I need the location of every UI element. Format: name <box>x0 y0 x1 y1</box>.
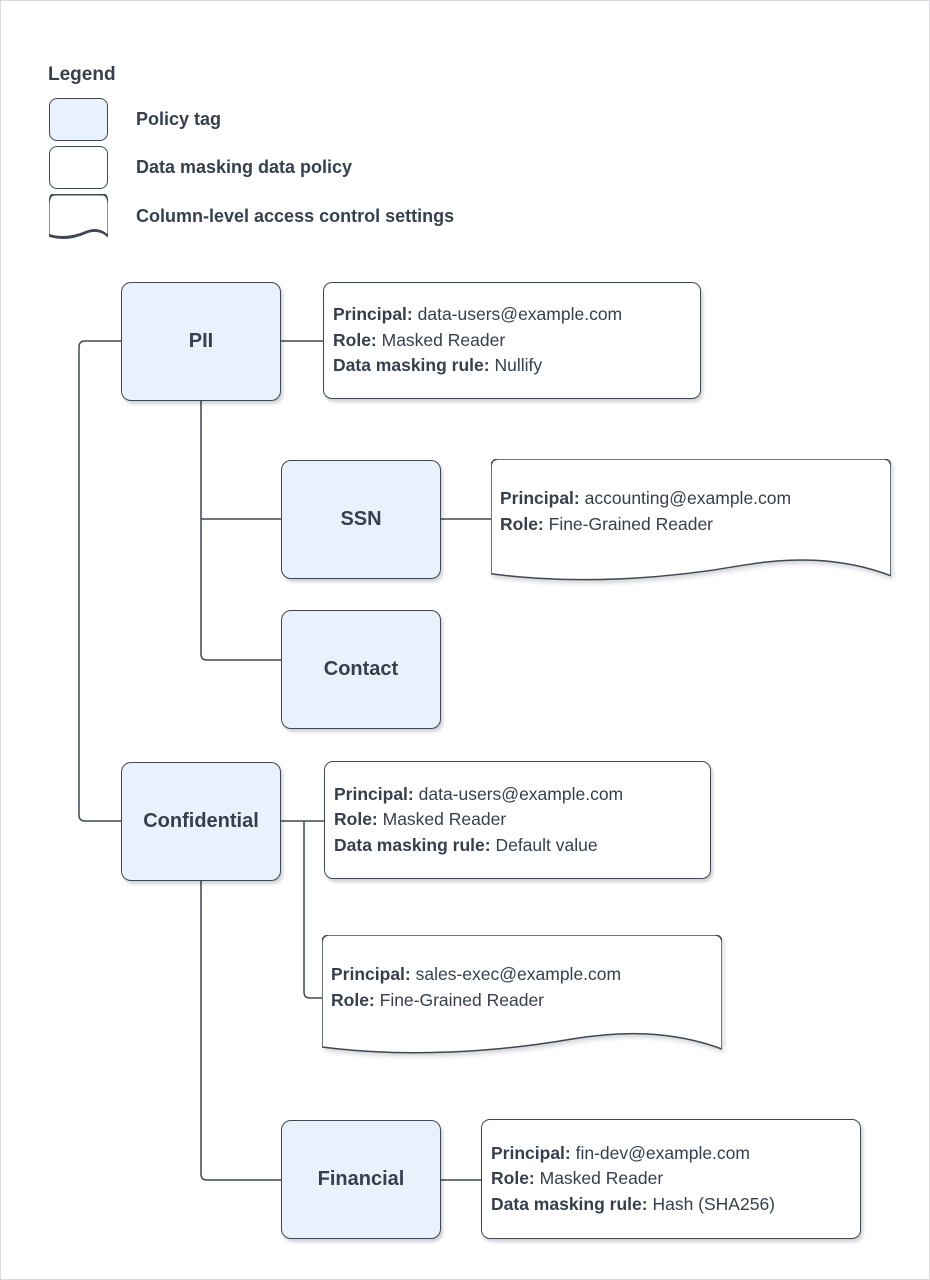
legend-item-label: Data masking data policy <box>136 157 353 177</box>
legend-item-label: Policy tag <box>136 109 222 129</box>
connector-pii-to-confidential <box>78 340 121 822</box>
policy-line: Principal: fin-dev@example.com <box>491 1141 860 1167</box>
policy-line: Role: Fine-Grained Reader <box>331 988 718 1014</box>
policy-field-value: fin-dev@example.com <box>575 1142 750 1163</box>
data-policy-confidential: Principal: data-users@example.com Role: … <box>324 761 711 879</box>
policy-field-value: accounting@example.com <box>584 488 792 508</box>
policy-line: Principal: data-users@example.com <box>334 782 710 808</box>
policy-field-label: Principal: <box>331 964 411 984</box>
connector-confidential-to-financial <box>200 881 281 1181</box>
policy-field-label: Role: <box>491 1168 535 1189</box>
policy-line: Role: Fine-Grained Reader <box>500 512 887 538</box>
policy-line: Principal: sales-exec@example.com <box>331 962 718 988</box>
policy-field-label: Data masking rule: <box>334 834 491 855</box>
policy-tag-label: Contact <box>323 658 399 680</box>
policy-tag-label: PII <box>188 330 214 352</box>
policy-field-value: Masked Reader <box>381 329 506 350</box>
policy-field-label: Principal: <box>500 488 580 508</box>
access-control-text: Principal: sales-exec@example.com Role: … <box>331 962 718 1013</box>
access-control-doc-ssn: Principal: accounting@example.com Role: … <box>491 459 891 584</box>
policy-field-label: Principal: <box>334 783 414 804</box>
connector-pii-to-contact <box>200 401 281 661</box>
data-policy-pii: Principal: data-users@example.com Role: … <box>323 282 701 399</box>
policy-line: Data masking rule: Hash (SHA256) <box>491 1192 860 1218</box>
document-shape <box>491 459 891 584</box>
policy-line: Principal: accounting@example.com <box>500 486 887 512</box>
legend-item-data-policy: Data masking data policy <box>49 146 352 189</box>
policy-tag-financial: Financial <box>281 1120 441 1239</box>
policy-tag-ssn: SSN <box>281 460 441 579</box>
policy-field-label: Data masking rule: <box>491 1193 648 1214</box>
access-control-doc-confidential: Principal: sales-exec@example.com Role: … <box>322 935 722 1057</box>
policy-tag-label: Financial <box>317 1168 405 1190</box>
policy-line: Data masking rule: Default value <box>334 833 710 859</box>
policy-field-value: data-users@example.com <box>417 304 623 325</box>
legend-item-label: Column-level access control settings <box>136 206 455 226</box>
policy-line: Role: Masked Reader <box>333 328 700 354</box>
policy-field-value: sales-exec@example.com <box>415 964 622 984</box>
legend-title: Legend <box>48 64 116 85</box>
data-policy-swatch <box>49 146 108 189</box>
policy-tag-contact: Contact <box>281 610 441 729</box>
policy-field-value: Masked Reader <box>539 1168 664 1189</box>
policy-field-label: Role: <box>331 989 375 1010</box>
connector-confidential-to-access-doc <box>303 821 322 999</box>
policy-field-label: Role: <box>334 809 378 830</box>
policy-tag-label: Confidential <box>143 810 259 832</box>
policy-field-value: Fine-Grained Reader <box>548 513 714 534</box>
document-shape <box>322 935 722 1057</box>
policy-field-value: Hash (SHA256) <box>652 1193 776 1214</box>
policy-line: Role: Masked Reader <box>334 807 710 833</box>
policy-field-value: Fine-Grained Reader <box>379 989 545 1010</box>
policy-field-label: Principal: <box>491 1142 571 1163</box>
policy-line: Role: Masked Reader <box>491 1166 860 1192</box>
policy-field-value: data-users@example.com <box>418 783 624 804</box>
policy-field-value: Default value <box>495 834 598 855</box>
policy-line: Principal: data-users@example.com <box>333 302 700 328</box>
policy-field-label: Role: <box>333 329 377 350</box>
document-swatch <box>49 194 108 239</box>
policy-field-value: Nullify <box>494 355 543 376</box>
policy-tag-swatch <box>49 98 108 141</box>
policy-field-label: Data masking rule: <box>333 355 490 376</box>
policy-field-value: Masked Reader <box>382 809 507 830</box>
access-control-text: Principal: accounting@example.com Role: … <box>500 486 887 537</box>
data-policy-financial: Principal: fin-dev@example.com Role: Mas… <box>481 1119 861 1239</box>
policy-tag-label: SSN <box>340 508 382 530</box>
policy-field-label: Role: <box>500 513 544 534</box>
policy-tag-pii: PII <box>121 282 281 401</box>
legend-item-access-control: Column-level access control settings <box>49 194 454 239</box>
policy-tag-confidential: Confidential <box>121 762 281 881</box>
legend-item-policy-tag: Policy tag <box>49 98 221 141</box>
policy-line: Data masking rule: Nullify <box>333 353 700 379</box>
policy-field-label: Principal: <box>333 304 413 325</box>
